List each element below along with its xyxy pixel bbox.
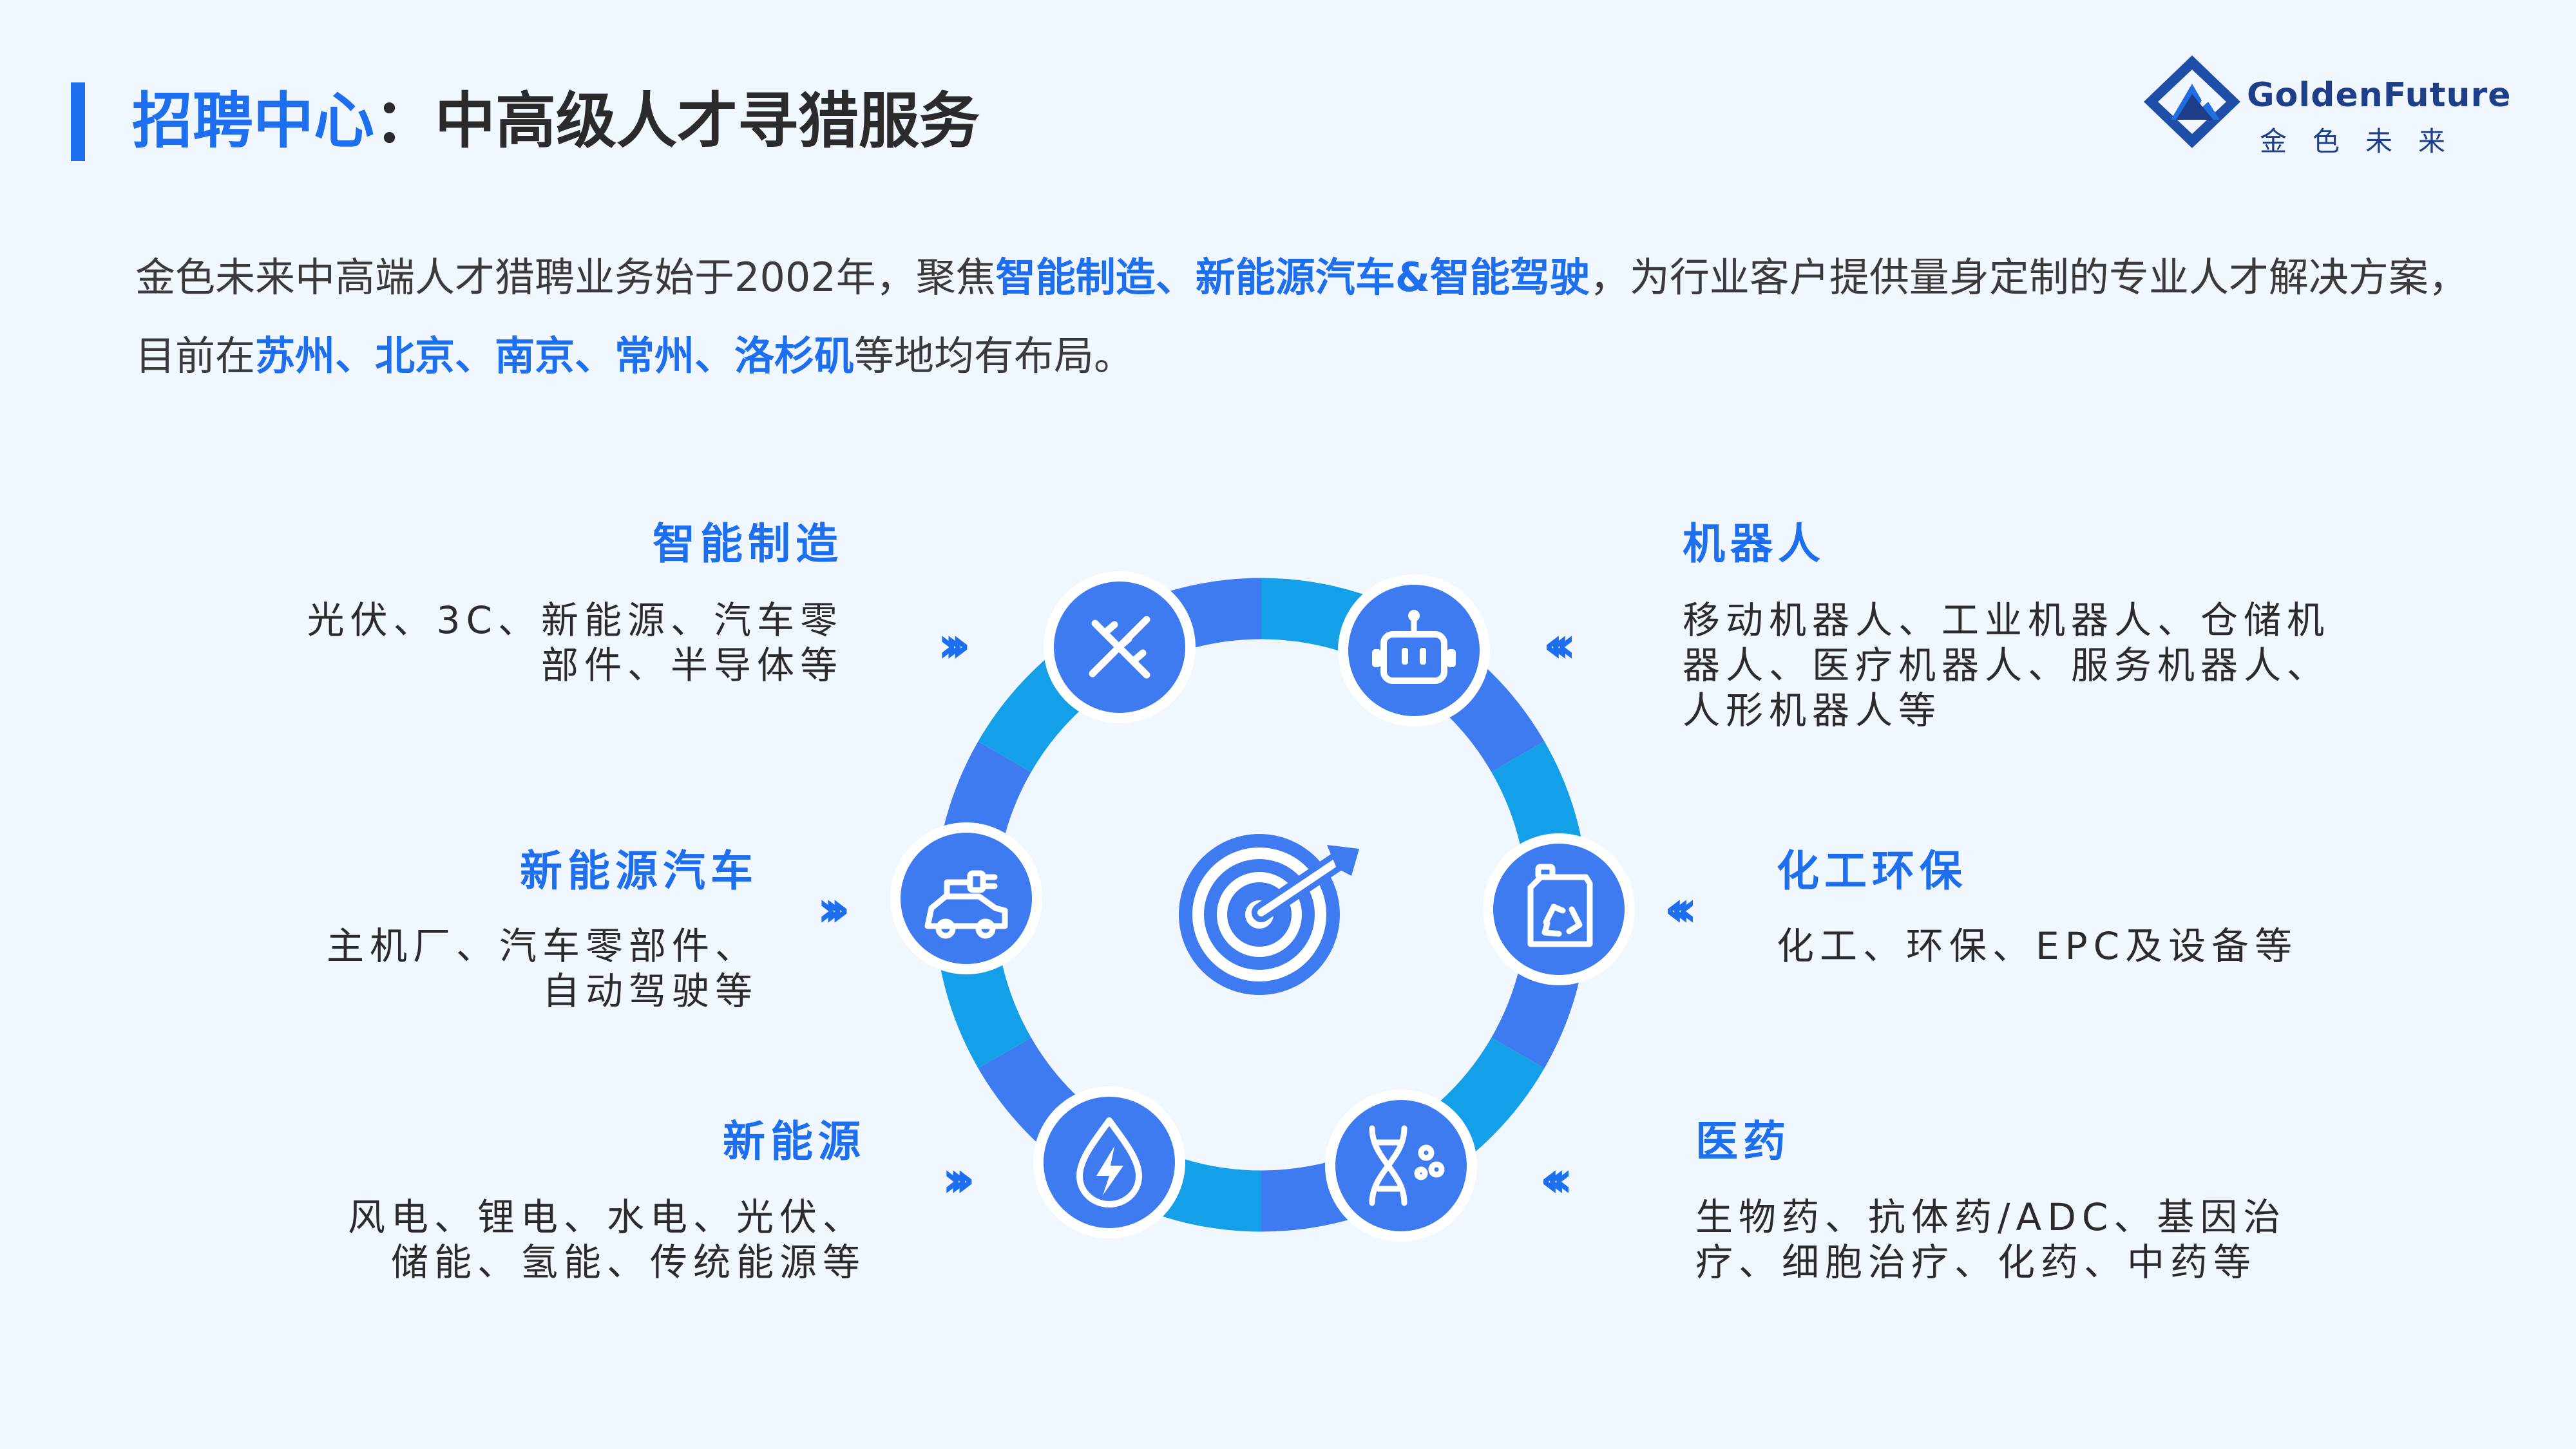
intro-text-3: 等地均有布局。: [854, 332, 1134, 379]
category-title-pharma: 医药: [1695, 1117, 1791, 1166]
dna-icon: [1335, 1100, 1467, 1231]
node-smart-manufacturing: [1044, 571, 1196, 723]
category-title-robot: 机器人: [1683, 519, 1826, 569]
logo-chinese-name: 金色未来: [2260, 126, 2472, 157]
chevron-left-icon: ‹‹‹: [1664, 880, 1698, 938]
category-desc-smart-manufacturing-1: 光伏、3C、新能源、汽车零: [307, 598, 843, 642]
intro-paragraph: 金色未来中高端人才猎聘业务始于2002年，聚焦智能制造、新能源汽车&智能驾驶，为…: [135, 238, 2486, 395]
category-title-new-energy: 新能源: [723, 1117, 866, 1166]
node-new-energy: [1033, 1086, 1185, 1238]
chevron-right-icon: ›››: [817, 880, 851, 938]
page-title: 招聘中心：中高级人才寻猎服务: [132, 82, 980, 161]
robot-icon: [1348, 585, 1480, 716]
category-title-nev: 新能源汽车: [520, 846, 758, 896]
goldenfuture-logo-icon: [2144, 55, 2240, 148]
chevron-left-icon: ‹‹‹: [1543, 616, 1577, 674]
category-desc-pharma-2: 疗、细胞治疗、化药、中药等: [1695, 1240, 2257, 1284]
node-robot: [1338, 574, 1490, 726]
node-chemical: [1483, 833, 1635, 985]
category-desc-new-energy-2: 储能、氢能、传统能源等: [390, 1240, 866, 1284]
category-desc-chemical-1: 化工、环保、EPC及设备等: [1777, 924, 2298, 968]
category-desc-robot-1: 移动机器人、工业机器人、仓储机: [1683, 598, 2331, 642]
node-nev: [890, 822, 1042, 974]
title-rest: ：中高级人才寻猎服务: [374, 86, 980, 156]
title-accent: 招聘中心: [132, 86, 375, 156]
intro-text-1: 金色未来中高端人才猎聘业务始于2002年，聚焦: [135, 254, 996, 301]
title-accent-bar: [71, 82, 85, 161]
category-desc-new-energy-1: 风电、锂电、水电、光伏、: [347, 1195, 866, 1239]
category-desc-pharma-1: 生物药、抗体药/ADC、基因治: [1695, 1195, 2287, 1239]
intro-text-2: ，为行业客户提供量身定制的专业人才解决方案，目前在: [135, 254, 2468, 379]
brand-logo: GoldenFuture 金色未来: [2137, 50, 2510, 166]
chevron-right-icon: ›››: [942, 1151, 976, 1209]
intro-highlight-sectors: 智能制造、新能源汽车&智能驾驶: [995, 254, 1590, 301]
intro-highlight-cities: 苏州、北京、南京、常州、洛杉矶: [255, 332, 855, 379]
category-desc-smart-manufacturing-2: 部件、半导体等: [540, 643, 843, 687]
category-desc-nev-1: 主机厂、汽车零部件、: [326, 924, 758, 968]
category-desc-robot-3: 人形机器人等: [1683, 688, 1942, 732]
chevron-right-icon: ›››: [937, 616, 971, 674]
chevron-left-icon: ‹‹‹: [1540, 1151, 1574, 1209]
center-target: [1179, 834, 1359, 995]
logo-english-name: GoldenFuture: [2247, 76, 2512, 115]
category-desc-nev-2: 自动驾驶等: [542, 969, 758, 1013]
category-title-chemical: 化工环保: [1777, 846, 1967, 896]
category-desc-robot-2: 器人、医疗机器人、服务机器人、: [1683, 643, 2331, 687]
category-title-smart-manufacturing: 智能制造: [653, 519, 843, 569]
node-pharma: [1325, 1090, 1477, 1242]
